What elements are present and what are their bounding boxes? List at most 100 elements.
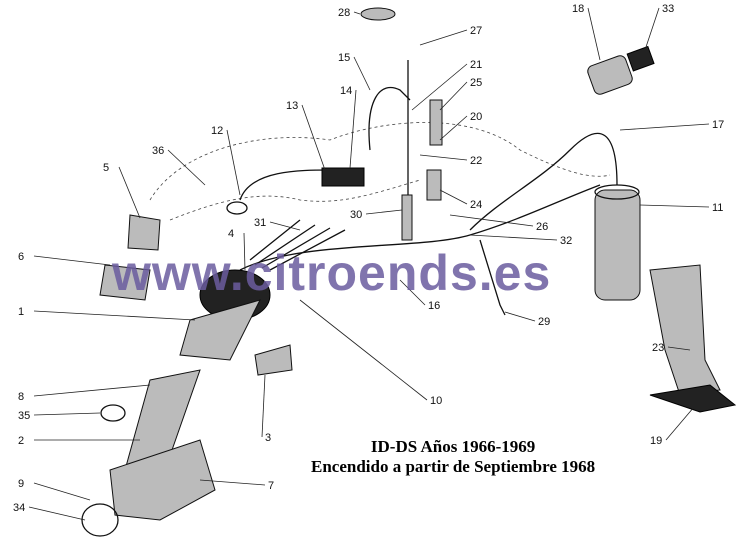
connector-nut-part (626, 45, 655, 72)
leader-line-12 (226, 129, 241, 196)
leader-line-33 (644, 7, 660, 51)
condenser-part (254, 344, 293, 376)
leader-line-30 (365, 209, 403, 215)
leader-line-5 (118, 166, 141, 219)
leader-line-13 (301, 104, 326, 171)
leader-line-22 (419, 154, 468, 161)
part-label-21: 21 (470, 59, 482, 71)
title-line-2: Encendido a partir de Septiembre 1968 (311, 457, 596, 476)
part-label-34: 34 (13, 502, 25, 514)
leader-line-9 (33, 482, 91, 501)
part-label-13: 13 (286, 100, 298, 112)
strap-part (479, 239, 506, 316)
cap-part (360, 7, 396, 21)
part-label-23: 23 (652, 342, 664, 354)
part-label-32: 32 (560, 235, 572, 247)
leader-line-15 (353, 56, 371, 91)
part-label-18: 18 (572, 3, 584, 15)
leader-line-3 (261, 374, 266, 438)
ht-lead (239, 184, 601, 271)
leader-line-31 (269, 221, 301, 231)
leader-line-32 (469, 234, 558, 241)
spark-leads (249, 219, 346, 271)
leader-line-8 (33, 384, 151, 397)
part-label-6: 6 (18, 251, 24, 263)
part-label-9: 9 (18, 478, 24, 490)
part-label-4: 4 (228, 228, 234, 240)
leader-line-36 (167, 149, 206, 186)
part-label-26: 26 (536, 221, 548, 233)
gasket-part (649, 384, 737, 413)
clamp-part (127, 214, 161, 251)
part-label-11: 11 (712, 202, 723, 214)
part-label-3: 3 (265, 432, 271, 444)
bracket-6-part (99, 264, 151, 301)
part-label-14: 14 (340, 85, 352, 97)
leader-lines (28, 7, 710, 521)
distributor-base-part (109, 439, 216, 521)
spark-plug-part (401, 194, 413, 241)
seal-ring-part (100, 404, 126, 422)
gear-part (81, 503, 119, 537)
part-label-17: 17 (712, 119, 724, 131)
boot-part (426, 169, 442, 201)
leader-line-19 (665, 399, 701, 441)
leader-line-4 (243, 232, 246, 271)
leader-line-18 (587, 7, 601, 61)
leader-line-27 (419, 29, 468, 46)
part-label-30: 30 (350, 209, 362, 221)
coil-lead (469, 132, 618, 231)
lead-12 (239, 169, 331, 201)
connector-part (587, 55, 633, 95)
leader-line-20 (439, 115, 468, 141)
distributor-body-part (179, 299, 261, 361)
part-label-5: 5 (103, 162, 109, 174)
tube-part (429, 99, 443, 146)
part-label-8: 8 (18, 391, 24, 403)
diagram-title: ID-DS Años 1966-1969 Encendido a partir … (311, 437, 595, 477)
leader-line-14 (349, 89, 357, 169)
leader-line-21 (411, 63, 468, 111)
leader-line-35 (33, 412, 101, 416)
part-label-1: 1 (18, 306, 24, 318)
part-label-29: 29 (538, 316, 550, 328)
part-label-7: 7 (268, 480, 274, 492)
leader-line-11 (639, 204, 710, 208)
leader-line-25 (439, 81, 468, 111)
title-line-1: ID-DS Años 1966-1969 (370, 437, 536, 456)
part-label-28: 28 (338, 7, 350, 19)
part-label-20: 20 (470, 111, 482, 123)
leader-line-10 (299, 299, 428, 401)
part-label-22: 22 (470, 155, 482, 167)
leader-line-26 (449, 214, 534, 227)
part-label-36: 36 (152, 145, 164, 157)
leader-line-1 (33, 310, 196, 321)
grommet-part (226, 201, 248, 215)
leader-line-17 (619, 123, 710, 131)
leader-line-16 (399, 279, 426, 306)
engine-outline-2 (169, 179, 421, 221)
part-label-31: 31 (254, 217, 266, 229)
leader-line-34 (28, 506, 86, 521)
leader-line-23 (667, 346, 691, 351)
part-label-35: 35 (18, 410, 30, 422)
coil-bracket-part (649, 264, 721, 396)
part-label-10: 10 (430, 395, 442, 407)
part-label-15: 15 (338, 52, 350, 64)
leader-line-6 (33, 255, 111, 266)
watermark: www.citroends.es (112, 245, 552, 301)
part-label-25: 25 (470, 77, 482, 89)
part-label-33: 33 (662, 3, 674, 15)
part-label-2: 2 (18, 435, 24, 447)
ignition-coil-part (594, 189, 641, 301)
part-label-16: 16 (428, 300, 440, 312)
plug-lead (368, 86, 411, 151)
part-label-19: 19 (650, 435, 662, 447)
part-label-12: 12 (211, 125, 223, 137)
terminal-block-part (321, 167, 365, 187)
leader-line-7 (199, 479, 266, 486)
leader-line-29 (504, 311, 536, 322)
